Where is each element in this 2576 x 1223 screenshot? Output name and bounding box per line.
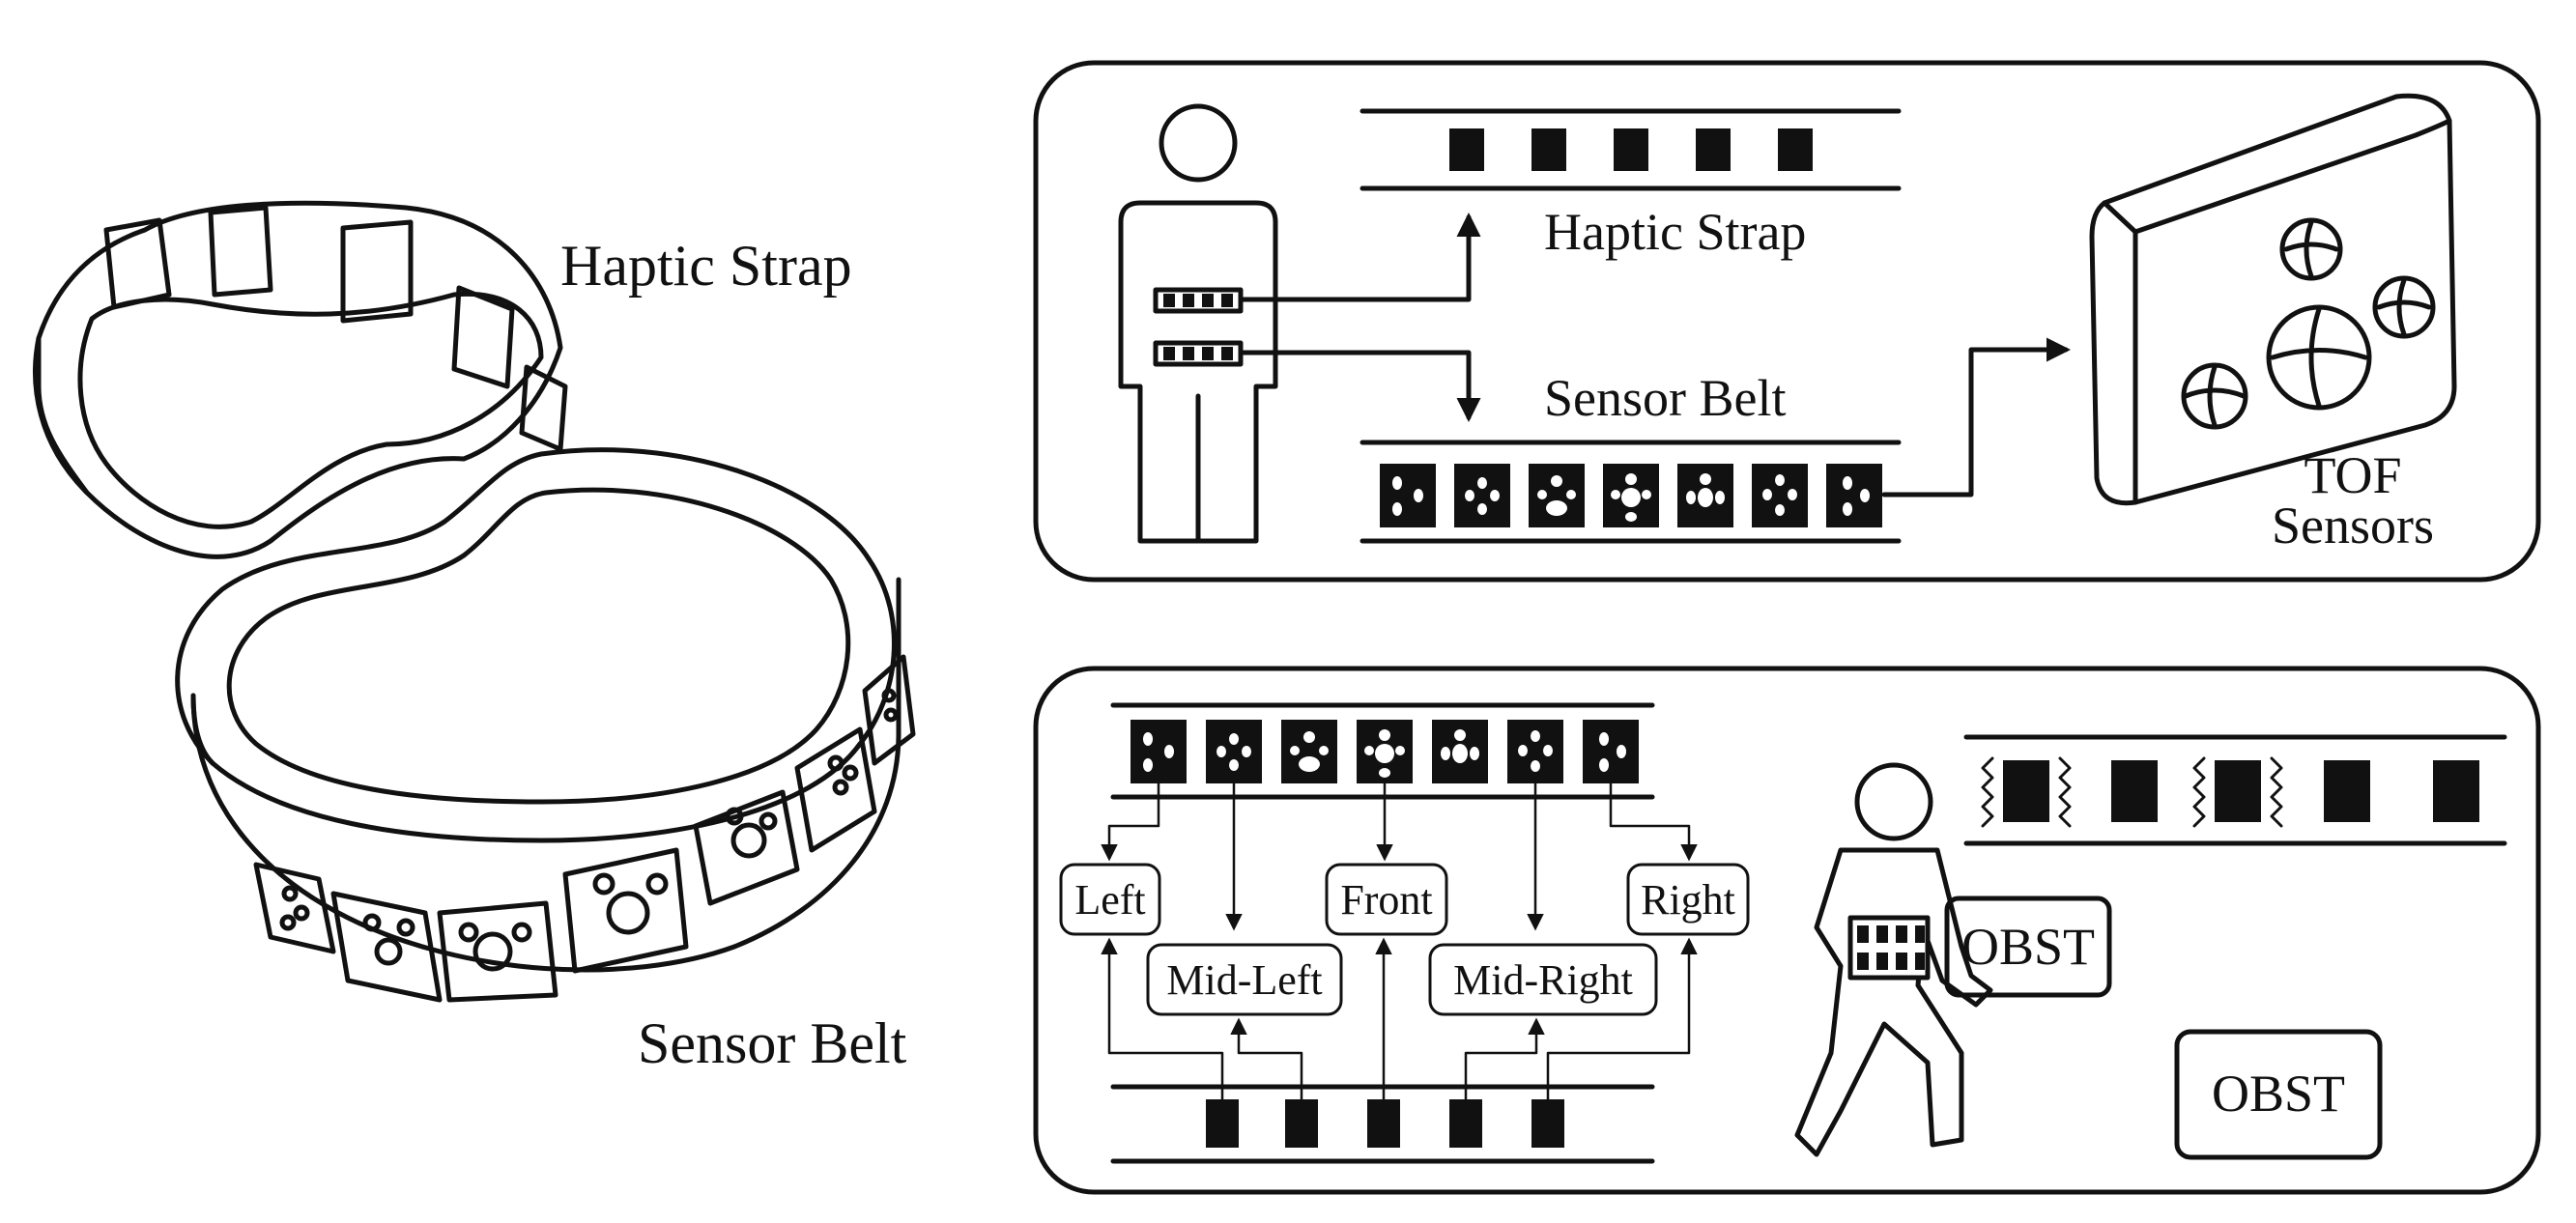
obstacle-near: OBST <box>1944 896 2112 998</box>
motor-to-zone-connectors <box>1101 937 1698 1101</box>
sensor-pad-row-top <box>1380 464 1882 527</box>
zone-right: Right <box>1626 863 1750 936</box>
svg-text:Front: Front <box>1340 876 1432 924</box>
haptic-strap-ring <box>33 200 568 559</box>
svg-text:Mid-Right: Mid-Right <box>1453 956 1633 1004</box>
tof-sensor-module <box>2089 93 2457 506</box>
zone-mid-left: Mid-Left <box>1146 943 1343 1016</box>
svg-text:Mid-Left: Mid-Left <box>1166 956 1322 1004</box>
svg-text:OBST: OBST <box>1961 918 2095 976</box>
vibrating-haptic-strap <box>1963 734 2507 846</box>
haptic-strap-schematic <box>1360 108 1902 191</box>
svg-text:Right: Right <box>1641 876 1735 924</box>
sensor-belt-ring <box>175 447 916 1003</box>
standing-person-icon <box>1118 103 1278 544</box>
sensor-belt-label: Sensor Belt <box>638 1011 907 1075</box>
system-overview-panel: Haptic Strap <box>1033 60 2541 583</box>
tof-label-line1: TOF <box>2304 446 2401 504</box>
haptic-strap-caption: Haptic Strap <box>1544 203 1806 261</box>
svg-text:OBST: OBST <box>2212 1065 2345 1123</box>
svg-text:Left: Left <box>1074 876 1145 924</box>
vibration-lines <box>1981 756 2283 828</box>
zone-haptic-motors <box>1206 1099 1564 1148</box>
obstacle-far: OBST <box>2174 1029 2383 1160</box>
belt-sensor-pads <box>253 654 916 1003</box>
zone-mapping-panel: Left Front Right Mid-Left Mid-Right <box>1033 666 2541 1195</box>
zone-mid-right: Mid-Right <box>1428 943 1658 1016</box>
haptic-strap-label: Haptic Strap <box>560 234 852 298</box>
walking-person-icon <box>1794 762 1993 1157</box>
sensor-belt-schematic <box>1360 440 1902 544</box>
sensor-belt-caption: Sensor Belt <box>1544 369 1787 427</box>
zone-left: Left <box>1059 863 1161 936</box>
zone-front: Front <box>1325 863 1448 936</box>
belt-illustration: Haptic Strap Sensor Belt <box>33 200 916 1075</box>
tof-label-line2: Sensors <box>2272 497 2434 555</box>
sensor-to-zone-connectors <box>1101 782 1698 931</box>
zone-sensor-pads <box>1131 720 1639 783</box>
